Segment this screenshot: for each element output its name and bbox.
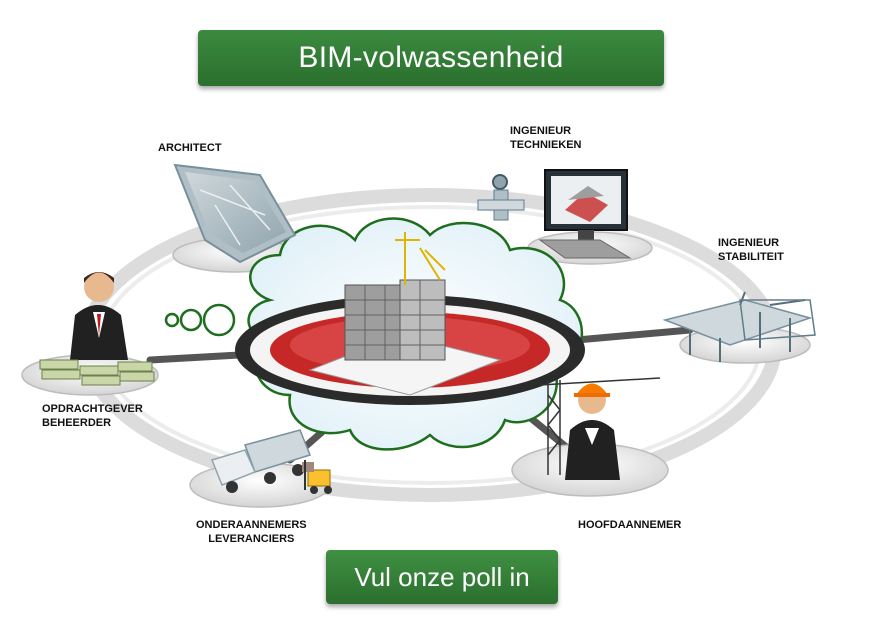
money-stack-icon — [39, 359, 155, 386]
label-onderaannemers: ONDERAANNEMERS LEVERANCIERS — [196, 519, 307, 545]
technieken-workstation-icon — [477, 169, 632, 259]
architect-tablet-icon — [173, 163, 297, 264]
label-opdrachtgever: OPDRACHTGEVER BEHEERDER — [42, 403, 143, 429]
client-icon — [70, 272, 128, 360]
building-model-icon — [308, 232, 502, 396]
truck-icon — [210, 429, 311, 493]
steel-structure-icon — [662, 291, 816, 362]
title-banner: BIM-volwassenheid — [198, 30, 664, 86]
label-ingenieur-stabiliteit: INGENIEUR STABILITEIT — [718, 237, 784, 263]
page-title: BIM-volwassenheid — [298, 41, 564, 74]
poll-button[interactable]: Vul onze poll in — [326, 550, 558, 604]
forklift-icon — [302, 460, 332, 494]
label-architect: ARCHITECT — [158, 142, 222, 154]
thought-bubbles — [164, 303, 236, 337]
label-hoofdaannemer: HOOFDAANNEMER — [578, 519, 682, 531]
label-ingenieur-technieken: INGENIEUR TECHNIEKEN — [510, 125, 582, 151]
contractor-icon — [539, 377, 661, 480]
